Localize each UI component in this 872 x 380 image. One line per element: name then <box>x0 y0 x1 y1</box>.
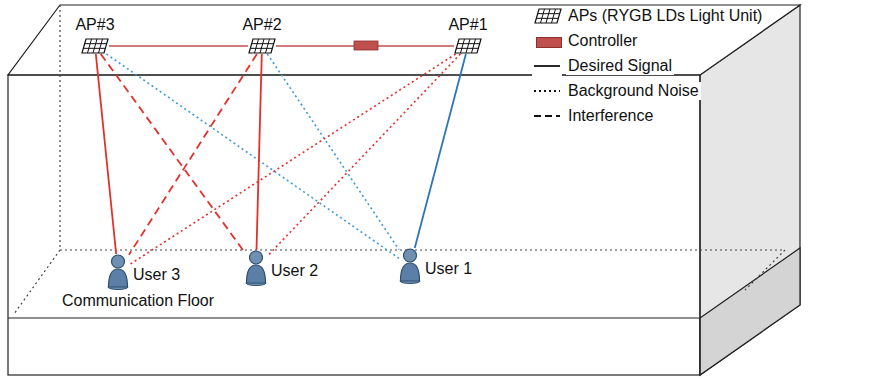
legend-text: Interference <box>566 107 655 125</box>
access-point: AP#2 <box>248 38 276 54</box>
floor-slab-edge <box>8 317 700 318</box>
backbone-link <box>109 45 248 47</box>
legend-line-sample <box>532 55 562 77</box>
ap-label: AP#1 <box>448 16 487 34</box>
ap-label: AP#2 <box>242 16 281 34</box>
legend-text: Background Noise <box>566 82 701 100</box>
desired-signal <box>256 54 261 250</box>
ap-label: AP#3 <box>75 16 114 34</box>
ceiling <box>8 5 800 75</box>
hidden-edge <box>14 250 60 314</box>
ap-light-unit <box>248 38 276 54</box>
legend-text: Desired Signal <box>566 57 674 75</box>
user-label: User 3 <box>133 266 180 284</box>
background-noise-link <box>129 54 456 265</box>
background-noise-link <box>106 54 399 258</box>
ap-light-unit <box>81 38 109 54</box>
legend-ap-sample <box>534 8 562 24</box>
legend-text: Controller <box>566 32 639 50</box>
user-node: User 2 <box>245 250 267 286</box>
desired-signal <box>415 54 466 248</box>
interference-link <box>129 54 257 255</box>
background-noise-link <box>267 54 460 256</box>
legend-line-sample <box>532 105 562 127</box>
legend-entry: Desired Signal <box>532 55 862 77</box>
legend-line-sample <box>532 80 562 102</box>
legend-entry: Interference <box>532 105 862 127</box>
legend-entry: Background Noise <box>532 80 862 102</box>
ap-light-unit <box>454 38 482 54</box>
background-noise-link <box>267 54 399 250</box>
interference-link <box>101 54 245 253</box>
hidden-edge <box>59 5 60 250</box>
user-label: User 2 <box>271 262 318 280</box>
legend-swatch <box>536 37 562 48</box>
floor-plane-edge <box>60 249 785 250</box>
desired-signal <box>96 54 116 254</box>
user-node: User 1 <box>399 248 421 284</box>
user-node: User 3 <box>107 254 129 290</box>
ap-light-unit <box>534 8 562 24</box>
user-label: User 1 <box>425 260 472 278</box>
legend-text: APs (RYGB LDs Light Unit) <box>566 7 764 25</box>
legend-entry: Controller <box>532 30 862 52</box>
legend-entry: APs (RYGB LDs Light Unit) <box>532 5 862 27</box>
controller-box <box>354 41 378 50</box>
access-point: AP#3 <box>81 38 109 54</box>
floor-label: Communication Floor <box>62 292 214 310</box>
user-figure <box>245 250 267 286</box>
floor-slab-side <box>700 248 800 375</box>
floor-plane-edge <box>745 250 785 290</box>
access-point: AP#1 <box>454 38 482 54</box>
user-figure <box>399 248 421 284</box>
user-figure <box>107 254 129 290</box>
